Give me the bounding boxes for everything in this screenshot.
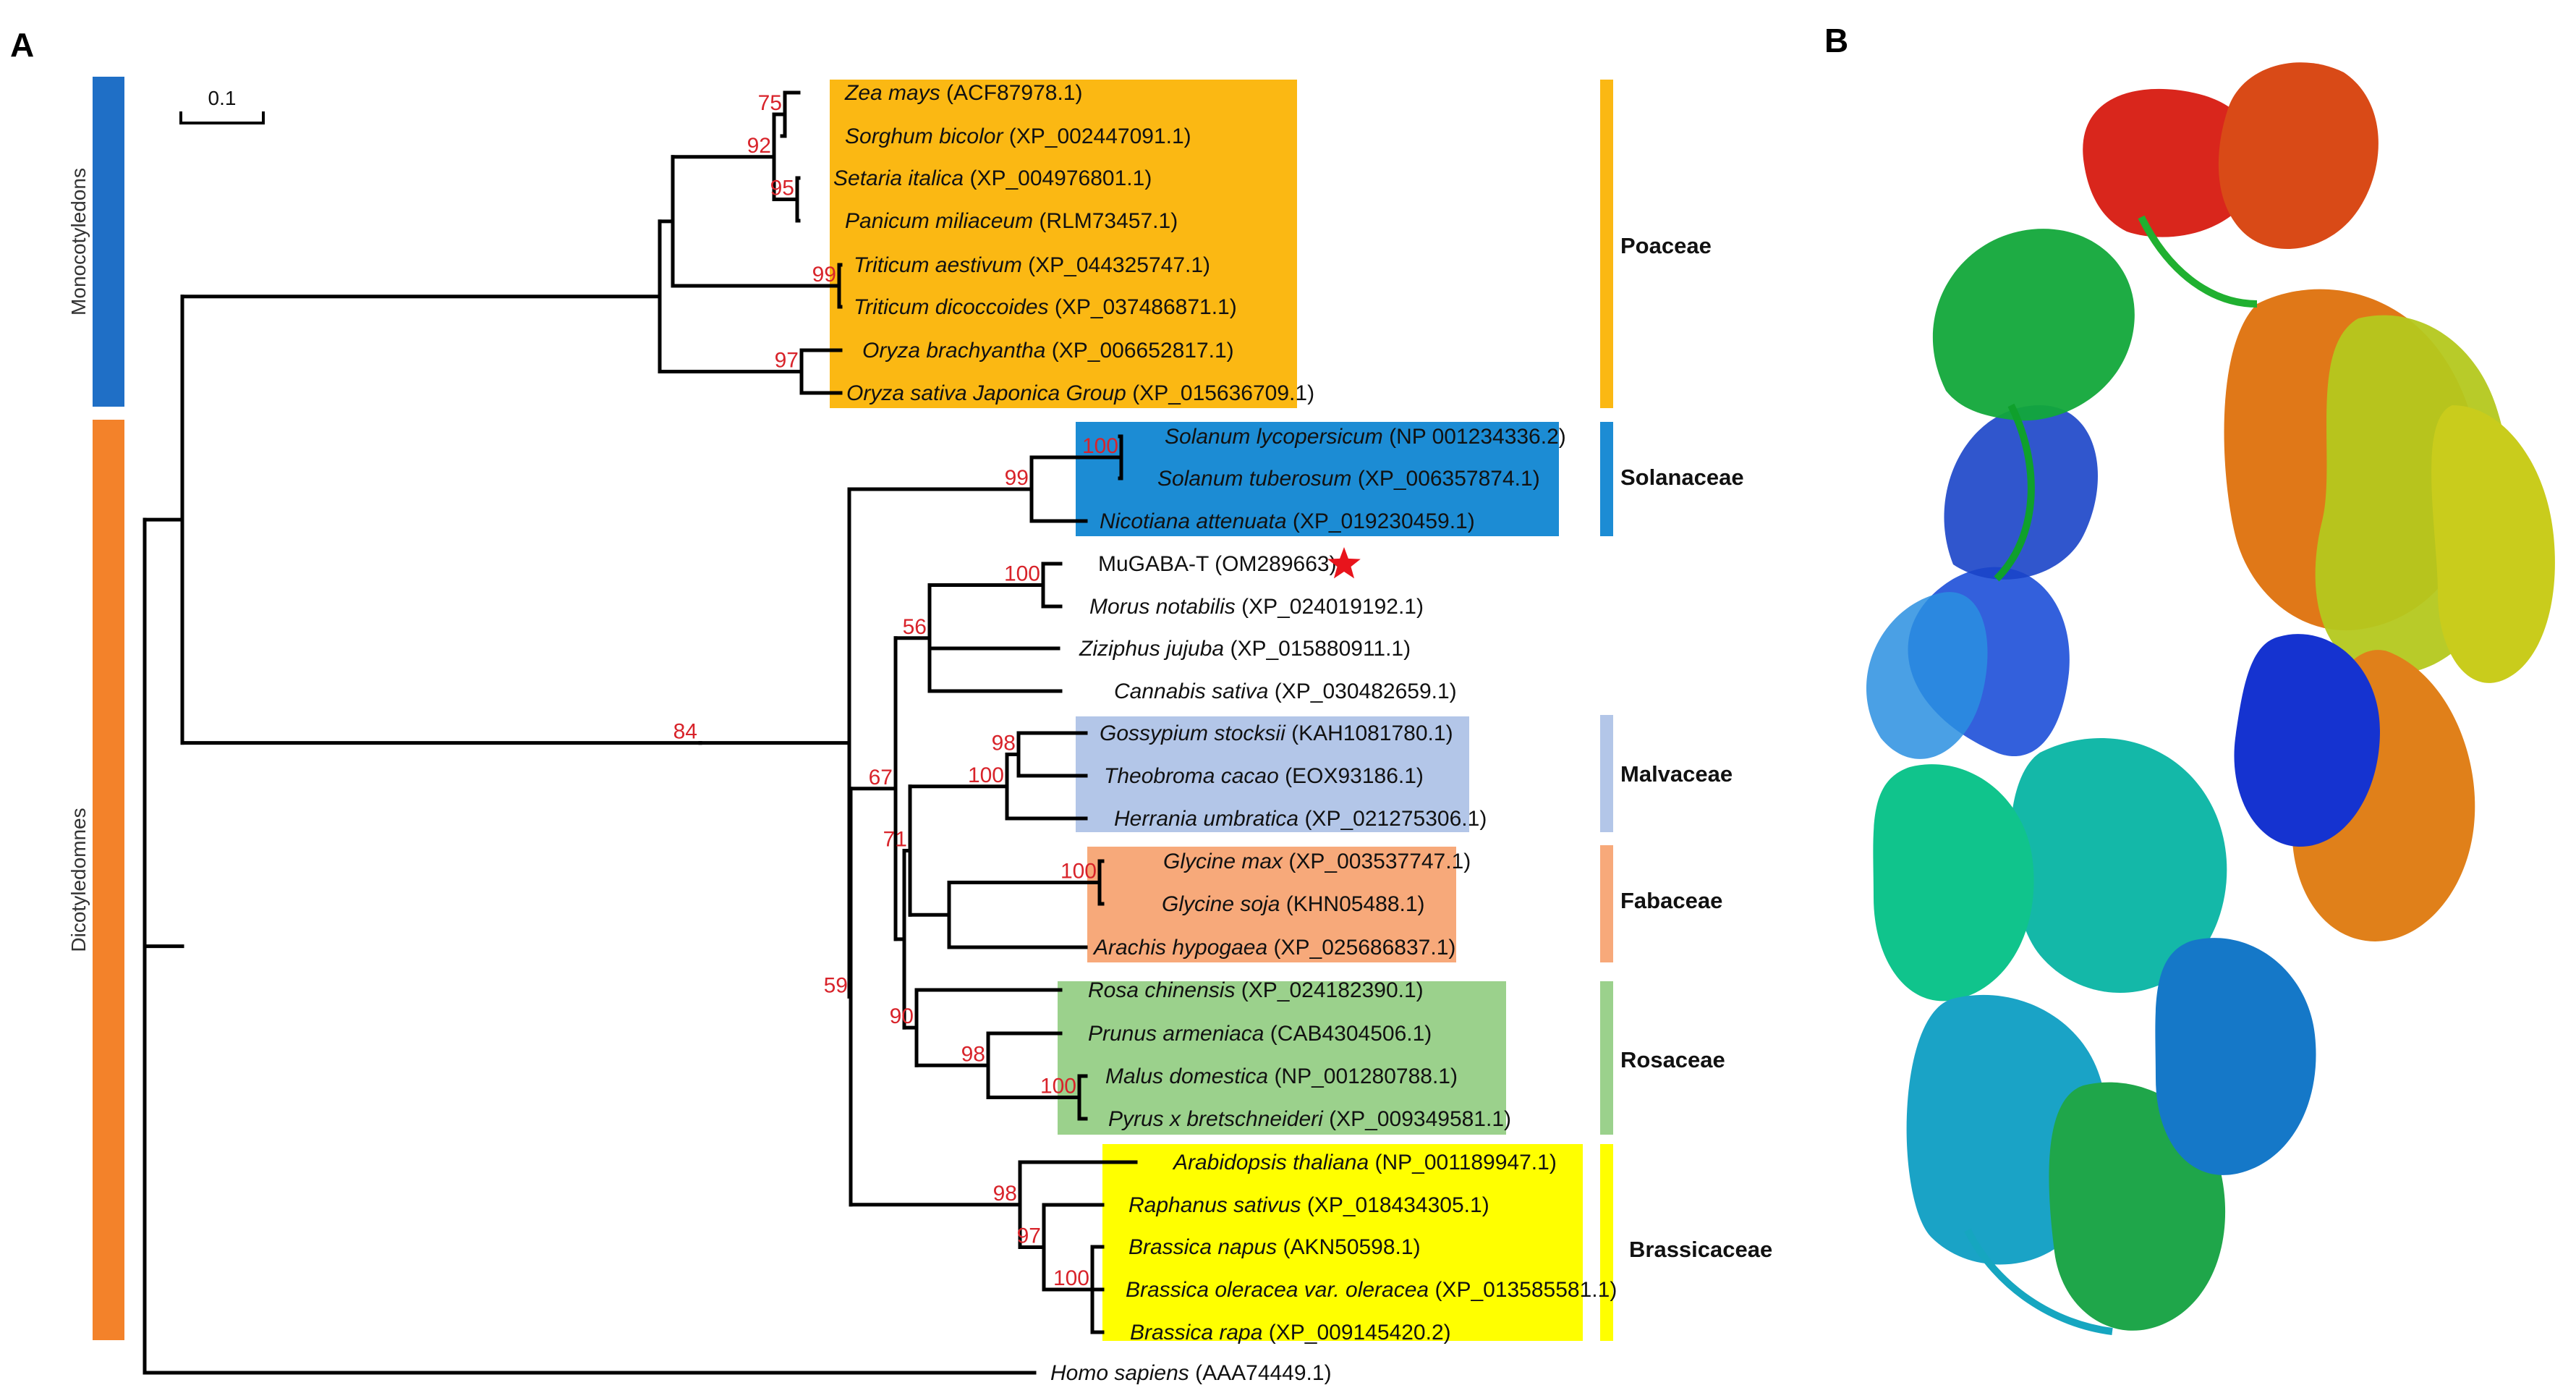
bootstrap-5: 100 xyxy=(1082,434,1118,458)
bootstrap-7: 100 xyxy=(1004,562,1040,586)
family-box-2 xyxy=(1076,716,1469,832)
taxon-label-4: Triticum aestivum (XP_044325747.1) xyxy=(854,253,1210,277)
bootstrap-20: 100 xyxy=(1053,1266,1089,1290)
taxon-label-13: Ziziphus jujuba (XP_015880911.1) xyxy=(1079,637,1411,661)
scale-bar-label: 0.1 xyxy=(208,87,237,109)
bootstrap-4: 97 xyxy=(775,349,799,373)
family-bar-0 xyxy=(1600,80,1613,408)
bootstrap-16: 98 xyxy=(961,1042,985,1066)
bootstrap-10: 100 xyxy=(968,763,1004,787)
family-bar-2 xyxy=(1600,715,1613,832)
taxon-label-24: Pyrus x bretschneideri (XP_009349581.1) xyxy=(1108,1107,1511,1131)
taxon-label-1: Sorghum bicolor (XP_002447091.1) xyxy=(845,124,1191,148)
bootstrap-12: 100 xyxy=(1060,860,1097,884)
family-label-3: Fabaceae xyxy=(1620,888,1722,913)
family-bar-3 xyxy=(1600,845,1613,962)
group-dico: Dicotyledomnes xyxy=(67,420,124,1340)
taxon-label-6: Oryza brachyantha (XP_006652817.1) xyxy=(862,339,1234,363)
family-label-2: Malvaceae xyxy=(1620,761,1733,787)
group-label-mono: Monocotyledons xyxy=(67,168,90,316)
taxon-label-19: Glycine soja (KHN05488.1) xyxy=(1162,892,1425,916)
family-labels: PoaceaeSolanaceaeMalvaceaeFabaceaeRosace… xyxy=(1620,233,1772,1262)
family-box-4 xyxy=(1058,981,1506,1135)
star-icon xyxy=(1327,547,1361,579)
bootstrap-18: 98 xyxy=(993,1182,1017,1206)
bootstrap-19: 97 xyxy=(1017,1224,1041,1248)
family-label-4: Rosaceae xyxy=(1620,1047,1725,1072)
taxon-label-12: Morus notabilis (XP_024019192.1) xyxy=(1089,595,1424,619)
bootstrap-22: 84 xyxy=(673,720,697,744)
taxon-label-29: Brassica rapa (XP_009145420.2) xyxy=(1130,1321,1451,1345)
bootstrap-13: 59 xyxy=(824,973,848,997)
taxon-label-7: Oryza sativa Japonica Group (XP_01563670… xyxy=(846,381,1314,405)
taxon-label-16: Theobroma cacao (EOX93186.1) xyxy=(1104,764,1424,788)
panel-label-b: B xyxy=(1824,22,1848,59)
group-mono: Monocotyledons xyxy=(67,77,124,407)
bootstrap-values: 75 95 92 99 97 100 99 100 56 98 100 100 71 100 98 90 67 1… xyxy=(673,91,1118,1290)
taxon-label-26: Raphanus sativus (XP_018434305.1) xyxy=(1128,1193,1489,1217)
panel-label-a: A xyxy=(10,26,34,64)
bootstrap-2: 95 xyxy=(770,177,794,200)
taxon-label-11: MuGABA-T (OM289663) xyxy=(1098,552,1337,576)
family-bar-5 xyxy=(1600,1144,1613,1341)
taxon-label-3: Panicum miliaceum (RLM73457.1) xyxy=(845,209,1178,233)
taxon-label-28: Brassica oleracea var. oleracea (XP_0135… xyxy=(1126,1278,1617,1302)
bootstrap-14: 71 xyxy=(883,828,907,852)
taxon-label-22: Prunus armeniaca (CAB4304506.1) xyxy=(1088,1022,1432,1046)
taxon-label-27: Brassica napus (AKN50598.1) xyxy=(1128,1235,1421,1259)
bootstrap-0: 75 xyxy=(758,91,782,115)
taxon-label-25: Arabidopsis thaliana (NP_001189947.1) xyxy=(1172,1151,1557,1174)
protein-ribbon-icon xyxy=(1866,62,2555,1335)
family-box-0 xyxy=(830,80,1297,408)
family-boxes xyxy=(830,80,1583,1341)
taxon-label-21: Rosa chinensis (XP_024182390.1) xyxy=(1088,978,1424,1002)
taxon-label-14: Cannabis sativa (XP_030482659.1) xyxy=(1114,679,1457,703)
taxon-label-0: Zea mays (ACF87978.1) xyxy=(844,81,1082,105)
scale-bar: 0.1 xyxy=(179,87,265,124)
taxon-label-8: Solanum lycopersicum (NP 001234336.2) xyxy=(1165,425,1566,449)
bootstrap-15: 90 xyxy=(890,1004,914,1028)
taxon-label-23: Malus domestica (NP_001280788.1) xyxy=(1105,1064,1458,1088)
family-bar-4 xyxy=(1600,981,1613,1135)
taxon-label-9: Solanum tuberosum (XP_006357874.1) xyxy=(1157,467,1540,491)
taxa-labels: Zea mays (ACF87978.1) Sorghum bicolor (XP… xyxy=(833,81,1617,1385)
dico-bar xyxy=(93,420,124,1340)
tree-branches xyxy=(143,90,1138,1375)
bootstrap-3: 99 xyxy=(812,263,836,287)
taxon-label-10: Nicotiana attenuata (XP_019230459.1) xyxy=(1100,509,1475,533)
bootstrap-6: 99 xyxy=(1005,466,1029,490)
bootstrap-11: 98 xyxy=(992,732,1016,755)
mono-bar xyxy=(93,77,124,407)
bootstrap-1: 92 xyxy=(747,134,771,158)
family-box-5 xyxy=(1102,1144,1583,1341)
taxon-label-2: Setaria italica (XP_004976801.1) xyxy=(833,166,1152,190)
taxon-label-17: Herrania umbratica (XP_021275306.1) xyxy=(1114,807,1487,831)
bootstrap-17: 100 xyxy=(1040,1075,1076,1098)
taxon-label-18: Glycine max (XP_003537747.1) xyxy=(1163,850,1471,873)
taxon-label-5: Triticum dicoccoides (XP_037486871.1) xyxy=(854,295,1237,319)
bootstrap-8: 67 xyxy=(869,766,893,789)
taxon-label-20: Arachis hypogaea (XP_025686837.1) xyxy=(1092,936,1455,960)
taxon-label-15: Gossypium stocksii (KAH1081780.1) xyxy=(1100,721,1453,745)
family-label-0: Poaceae xyxy=(1620,233,1712,258)
family-bar-1 xyxy=(1600,422,1613,536)
family-bars xyxy=(1600,80,1613,1341)
family-label-1: Solanaceae xyxy=(1620,465,1744,490)
taxon-label-30: Homo sapiens (AAA74449.1) xyxy=(1050,1361,1332,1385)
family-box-1 xyxy=(1076,422,1559,536)
bootstrap-9: 56 xyxy=(903,615,927,639)
family-label-5: Brassicaceae xyxy=(1629,1237,1772,1262)
group-label-dico: Dicotyledomnes xyxy=(67,808,90,952)
family-box-3 xyxy=(1087,847,1456,962)
